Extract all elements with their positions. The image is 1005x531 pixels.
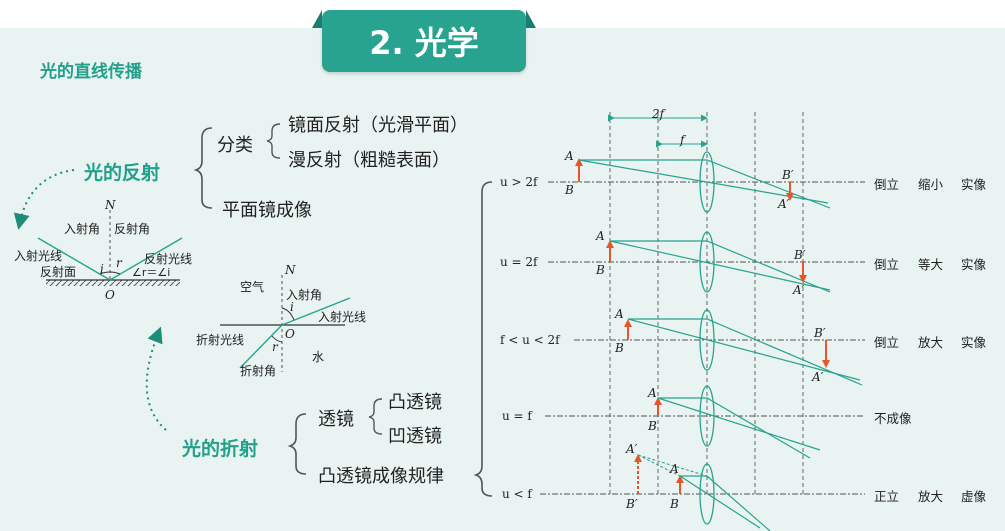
- row5-orientation: 正立: [874, 489, 900, 504]
- lens-bracket: [368, 398, 383, 435]
- convex-lens: 凸透镜: [388, 392, 442, 413]
- row2-orientation: 倒立: [874, 257, 900, 272]
- row2-A-prime: A′: [793, 283, 805, 297]
- lens-imaging-table: [540, 112, 865, 531]
- row1-A: A: [565, 149, 574, 163]
- refraction-heading: 光的折射: [182, 438, 259, 460]
- refraction-diagram: [220, 275, 351, 372]
- refr-refracted-ray: 折射光线: [196, 333, 245, 347]
- row3-type: 实像: [961, 335, 987, 350]
- convex-lens-rule: 凸透镜成像规律: [318, 466, 444, 487]
- row5-B: B: [670, 497, 679, 511]
- row4-A: A: [648, 386, 657, 400]
- refl-reflected-ray: 反射光线: [144, 252, 193, 266]
- refr-refraction-angle: 折射角: [240, 364, 277, 378]
- dim-f-label: f: [680, 133, 685, 147]
- refl-surface: 反射面: [40, 265, 77, 279]
- row4-result: 不成像: [874, 411, 912, 426]
- refr-r: r: [272, 340, 278, 354]
- refl-origin: O: [105, 288, 115, 302]
- row3-B: B: [615, 341, 624, 355]
- row3-B-prime: B′: [814, 326, 826, 340]
- refraction-curve-arrow: [145, 326, 167, 431]
- row2-B: B: [596, 263, 605, 277]
- row5-type: 虚像: [961, 489, 987, 504]
- row2-B-prime: B′: [794, 248, 806, 262]
- section-straight-propagation: 光的直线传播: [40, 62, 142, 82]
- page-title: 2. 光学: [312, 10, 536, 72]
- row2-size: 等大: [918, 257, 944, 272]
- refr-i: i: [290, 300, 294, 314]
- refr-origin: O: [285, 327, 295, 341]
- diffuse-reflection: 漫反射（粗糙表面）: [288, 150, 450, 171]
- reflection-classify: 分类: [217, 135, 253, 156]
- row5-A-prime: A′: [626, 442, 638, 456]
- refl-reflection-angle: 反射角: [114, 222, 151, 236]
- row3-orientation: 倒立: [874, 335, 900, 350]
- refr-air: 空气: [240, 280, 265, 294]
- refr-incident-ray: 入射光线: [318, 310, 367, 324]
- row5-B-prime: B′: [626, 497, 638, 511]
- refr-water: 水: [312, 350, 325, 364]
- concave-lens: 凹透镜: [388, 426, 442, 447]
- cond-row-2: u = 2f: [500, 255, 538, 269]
- plane-mirror-imaging: 平面镜成像: [222, 200, 312, 221]
- refl-law: ∠r＝∠i: [132, 266, 171, 279]
- classify-bracket: [266, 123, 281, 159]
- refl-incident-ray: 入射光线: [14, 249, 63, 263]
- reflection-curve-arrow: [13, 169, 75, 230]
- row3-A: A: [615, 307, 624, 321]
- row3-size: 放大: [918, 335, 944, 350]
- lens-node: 透镜: [318, 409, 354, 430]
- reflection-bracket: [193, 127, 213, 209]
- row1-orientation: 倒立: [874, 177, 900, 192]
- refl-i: i: [100, 262, 104, 276]
- row3-A-prime: A′: [812, 370, 824, 384]
- row4-B: B: [648, 419, 657, 433]
- dim-2f-label: 2f: [652, 107, 665, 121]
- refr-normal-label: N: [285, 263, 296, 277]
- row1-size: 缩小: [918, 177, 944, 192]
- refl-r: r: [116, 256, 122, 270]
- cond-row-3: f < u < 2f: [500, 333, 560, 347]
- row1-B: B: [565, 183, 574, 197]
- cond-row-5: u < f: [502, 487, 532, 501]
- row1-A-prime: A′: [778, 197, 790, 211]
- row2-A: A: [596, 229, 605, 243]
- refl-normal-label: N: [105, 198, 116, 212]
- cond-row-4: u = f: [502, 409, 532, 423]
- refraction-bracket: [287, 413, 307, 475]
- refl-incidence-angle: 入射角: [64, 222, 101, 236]
- lens-table-bracket: [473, 181, 493, 497]
- cond-row-1: u > 2f: [500, 175, 538, 189]
- row1-B-prime: B′: [782, 168, 794, 182]
- refr-incidence-angle: 入射角: [286, 288, 323, 302]
- row1-type: 实像: [961, 177, 987, 192]
- reflection-heading: 光的反射: [84, 162, 161, 184]
- row5-A: A: [670, 462, 679, 476]
- mirror-reflection: 镜面反射（光滑平面）: [288, 115, 468, 136]
- row5-size: 放大: [918, 489, 944, 504]
- row2-type: 实像: [961, 257, 987, 272]
- reflection-diagram: [37, 210, 183, 286]
